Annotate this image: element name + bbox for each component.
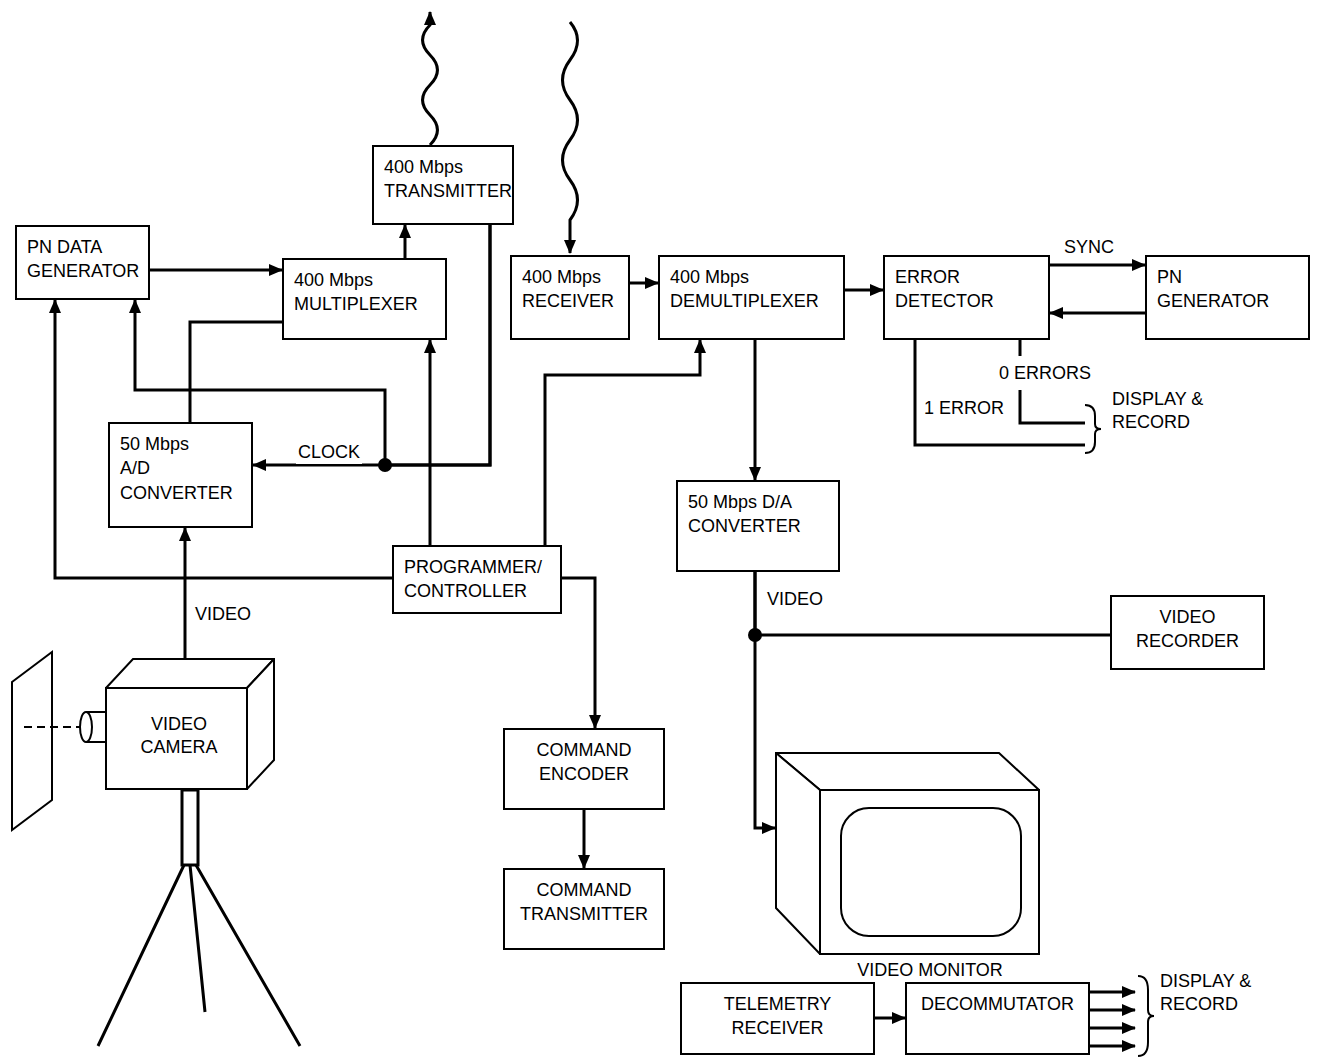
connector: [184, 528, 187, 658]
transmit-antenna-wave: [423, 12, 438, 145]
encoder-box: COMMAND ENCODER: [503, 728, 665, 810]
tripod-leg: [98, 865, 300, 1046]
node-text: VIDEO RECORDER: [1122, 605, 1253, 654]
brace: [1138, 976, 1154, 1056]
connector: [1050, 312, 1145, 315]
connector: [754, 340, 757, 480]
signal-label: CLOCK: [296, 441, 362, 464]
annotation-label: DISPLAY & RECORD: [1110, 388, 1206, 435]
receiver-box: TELEMETRY RECEIVER: [680, 982, 875, 1055]
annotation-label: VIDEO: [765, 588, 825, 611]
output-arrow: [1090, 1009, 1135, 1012]
annotation-label: 1 ERROR: [922, 397, 1006, 420]
node-text: COMMAND TRANSMITTER: [515, 878, 653, 927]
output-arrow: [1090, 1045, 1135, 1048]
node-text: PN GENERATOR: [1157, 265, 1277, 314]
node-text: 400 Mbps RECEIVER: [522, 265, 618, 314]
controller-box: PROGRAMMER/ CONTROLLER: [392, 545, 562, 614]
one-error-leader: [915, 340, 1085, 445]
brace: [1085, 405, 1101, 453]
detector-box: ERROR DETECTOR: [883, 255, 1050, 340]
connector: [1050, 264, 1145, 267]
video-monitor: VIDEO MONITOR: [775, 752, 1040, 955]
receive-antenna-wave: [563, 22, 578, 253]
tripod-column: [182, 790, 198, 865]
output-arrow: [1090, 991, 1135, 994]
node-text: 400 Mbps MULTIPLEXER: [294, 268, 435, 317]
node-text: 50 Mbps D/A CONVERTER: [688, 490, 828, 539]
node-text: VIDEO CAMERA: [113, 713, 245, 760]
node-text: 50 Mbps A/D CONVERTER: [120, 432, 220, 505]
connector: [875, 1017, 905, 1020]
connector: [755, 572, 1110, 635]
camera-lens: [80, 712, 92, 742]
receiver-box: 400 Mbps RECEIVER: [510, 255, 630, 340]
annotation-label: 0 ERRORS: [997, 362, 1093, 385]
node-text: 400 Mbps TRANSMITTER: [384, 155, 502, 204]
optical-axis: [24, 726, 86, 728]
generator-box: PN DATA GENERATOR: [15, 225, 150, 300]
connector: [845, 289, 883, 292]
transmitter-box: 400 Mbps TRANSMITTER: [372, 145, 514, 225]
signal-label: VIDEO: [193, 603, 253, 626]
node-text: TELEMETRY RECEIVER: [692, 992, 863, 1041]
demultiplexer-box: 400 Mbps DEMULTIPLEXER: [658, 255, 845, 340]
converter-box: 50 Mbps D/A CONVERTER: [676, 480, 840, 572]
output-arrow: [1090, 1027, 1135, 1030]
connector: [55, 300, 392, 578]
node-text: 400 Mbps DEMULTIPLEXER: [670, 265, 833, 314]
node-text: PROGRAMMER/ CONTROLLER: [404, 555, 550, 604]
decommutator-box: DECOMMUTATOR: [905, 982, 1090, 1055]
target-screen: [12, 652, 52, 830]
node-text: ERROR DETECTOR: [895, 265, 1038, 314]
node-text: DECOMMUTATOR: [917, 992, 1078, 1016]
connector: [253, 225, 490, 465]
annotation-label: DISPLAY & RECORD: [1158, 970, 1254, 1017]
connector: [429, 340, 432, 545]
converter-box: 50 Mbps A/D CONVERTER: [108, 422, 253, 528]
connector: [190, 322, 282, 422]
connector: [630, 282, 658, 285]
monitor-body: [775, 752, 1040, 955]
node-text: PN DATA GENERATOR: [27, 235, 138, 284]
monitor-caption: VIDEO MONITOR: [805, 958, 1055, 982]
node-text: COMMAND ENCODER: [515, 738, 653, 787]
connector: [404, 225, 407, 258]
connector: [562, 578, 595, 728]
generator-box: PN GENERATOR: [1145, 255, 1310, 340]
connector: [150, 269, 282, 272]
multiplexer-box: 400 Mbps MULTIPLEXER: [282, 258, 447, 340]
connector: [583, 810, 586, 868]
transmitter-box: COMMAND TRANSMITTER: [503, 868, 665, 950]
video-camera: VIDEO CAMERA: [105, 658, 275, 790]
signal-label: SYNC: [1062, 236, 1116, 259]
recorder-box: VIDEO RECORDER: [1110, 595, 1265, 670]
